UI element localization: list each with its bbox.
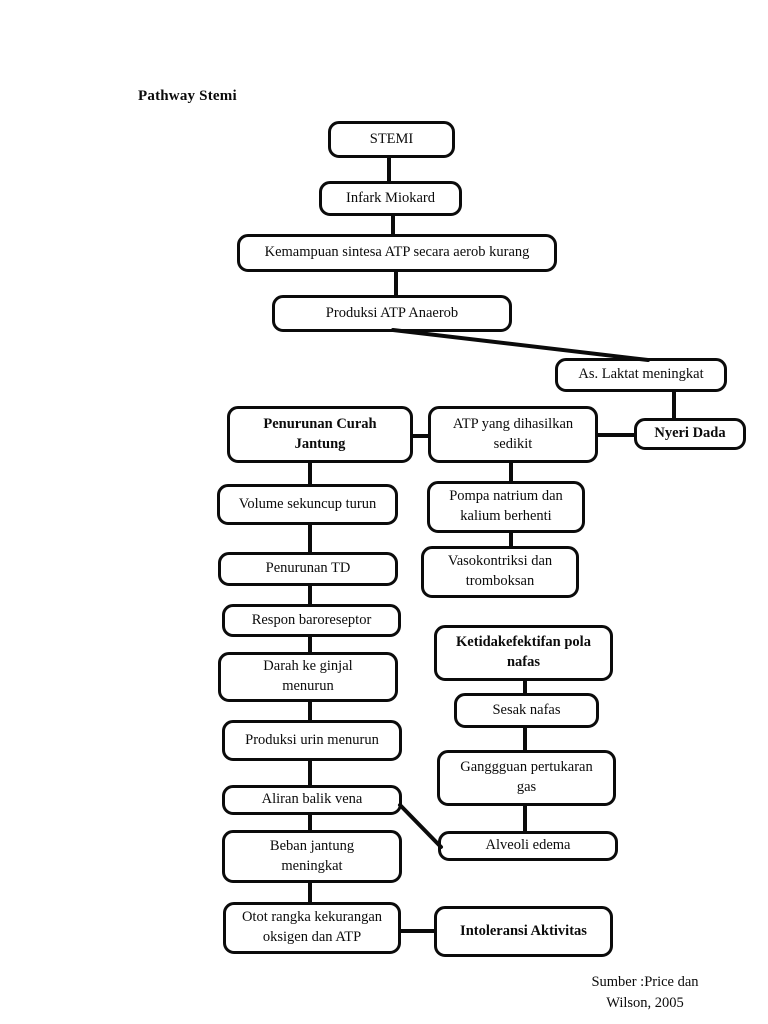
edge-pompa-vasokontriksi	[509, 532, 513, 547]
source-citation: Sumber :Price dan Wilson, 2005	[560, 972, 730, 1014]
edge-laktat-nyeri-dada	[672, 391, 676, 419]
node-stemi-label: STEMI	[369, 130, 414, 147]
edge-sesak-pertukaran	[523, 727, 527, 751]
edge-baroreseptor-ginjal	[308, 636, 312, 653]
edge-curah-volume	[308, 462, 312, 485]
node-kemampuan-sintesa-atp: Kemampuan sintesa ATP secara aerob kuran…	[237, 234, 557, 272]
node-penurunan-td-label: Penurunan TD	[265, 560, 351, 577]
node-atp-dihasilkan-sedikit: ATP yang dihasilkan sedikit	[428, 406, 598, 463]
node-vasokontriksi-tromboksan-label: Vasokontriksi dan tromboksan	[447, 553, 553, 589]
edge-atp-nyeri-dada	[597, 433, 635, 437]
node-sesak-nafas-label: Sesak nafas	[492, 701, 561, 718]
node-otot-rangka-kekurangan: Otot rangka kekurangan oksigen dan ATP	[223, 902, 401, 954]
node-as-laktat-meningkat-label: As. Laktat meningkat	[578, 366, 704, 383]
edge-ginjal-urin	[308, 701, 312, 721]
node-nyeri-dada: Nyeri Dada	[634, 418, 746, 450]
node-intoleransi-aktivitas-label: Intoleransi Aktivitas	[460, 922, 587, 939]
edge-infark-kemampuan	[391, 215, 395, 235]
node-vasokontriksi-tromboksan: Vasokontriksi dan tromboksan	[421, 546, 579, 598]
node-ketidakefektifan-pola-nafas: Ketidakefektifan pola nafas	[434, 625, 613, 681]
edge-pertukaran-alveoli	[523, 805, 527, 832]
node-volume-sekuncup-turun: Volume sekuncup turun	[217, 484, 398, 525]
edge-beban-otot	[308, 882, 312, 903]
node-ketidakefektifan-pola-nafas-label: Ketidakefektifan pola nafas	[456, 634, 591, 670]
node-produksi-urin-menurun: Produksi urin menurun	[222, 720, 402, 761]
node-beban-jantung-meningkat-label: Beban jantung meningkat	[269, 837, 355, 874]
edge-otot-intoleransi	[400, 929, 435, 933]
source-citation-line1: Sumber :Price dan	[591, 974, 699, 990]
node-penurunan-curah-jantung: Penurunan Curah Jantung	[227, 406, 413, 463]
node-infark-miokard-label: Infark Miokard	[346, 189, 435, 206]
node-respon-baroreseptor-label: Respon baroreseptor	[251, 611, 372, 628]
node-atp-dihasilkan-sedikit-label: ATP yang dihasilkan sedikit	[452, 415, 574, 452]
node-aliran-balik-vena: Aliran balik vena	[222, 785, 402, 815]
node-beban-jantung-meningkat: Beban jantung meningkat	[222, 830, 402, 883]
node-sesak-nafas: Sesak nafas	[454, 693, 599, 728]
edge-polanafas-sesak	[523, 680, 527, 694]
edge-aliran-beban	[308, 814, 312, 831]
edge-produksi-laktat	[391, 328, 650, 362]
node-as-laktat-meningkat: As. Laktat meningkat	[555, 358, 727, 392]
node-pompa-natrium-kalium-label: Pompa natrium dan kalium berhenti	[449, 488, 563, 524]
node-aliran-balik-vena-label: Aliran balik vena	[261, 791, 363, 808]
edge-kemampuan-produksi	[394, 271, 398, 296]
node-nyeri-dada-label: Nyeri Dada	[654, 425, 726, 442]
edge-urin-aliran	[308, 760, 312, 786]
node-pompa-natrium-kalium: Pompa natrium dan kalium berhenti	[427, 481, 585, 533]
page-title: Pathway Stemi	[138, 88, 237, 104]
node-darah-ke-ginjal-menurun: Darah ke ginjal menurun	[218, 652, 398, 702]
node-respon-baroreseptor: Respon baroreseptor	[222, 604, 401, 637]
node-infark-miokard: Infark Miokard	[319, 181, 462, 216]
node-stemi: STEMI	[328, 121, 455, 158]
node-alveoli-edema-label: Alveoli edema	[485, 837, 571, 854]
node-produksi-urin-menurun-label: Produksi urin menurun	[245, 731, 379, 748]
edge-aliran-alveoli	[398, 803, 443, 849]
node-penurunan-curah-jantung-label: Penurunan Curah Jantung	[263, 415, 377, 452]
node-intoleransi-aktivitas: Intoleransi Aktivitas	[434, 906, 613, 957]
node-kemampuan-sintesa-atp-label: Kemampuan sintesa ATP secara aerob kuran…	[264, 244, 530, 261]
edge-atp-pompa	[509, 462, 513, 482]
edge-td-baroreseptor	[308, 585, 312, 605]
node-alveoli-edema: Alveoli edema	[438, 831, 618, 861]
node-volume-sekuncup-turun-label: Volume sekuncup turun	[238, 495, 377, 512]
node-gangguan-pertukaran-gas: Ganggguan pertukaran gas	[437, 750, 616, 806]
node-penurunan-td: Penurunan TD	[218, 552, 398, 586]
edge-stemi-infark	[387, 157, 391, 182]
node-gangguan-pertukaran-gas-label: Ganggguan pertukaran gas	[460, 759, 593, 795]
edge-volume-td	[308, 524, 312, 553]
node-otot-rangka-kekurangan-label: Otot rangka kekurangan oksigen dan ATP	[241, 909, 383, 945]
node-produksi-atp-anaerob: Produksi ATP Anaerob	[272, 295, 512, 332]
node-produksi-atp-anaerob-label: Produksi ATP Anaerob	[325, 304, 459, 321]
source-citation-line2: Wilson, 2005	[606, 995, 684, 1011]
node-darah-ke-ginjal-menurun-label: Darah ke ginjal menurun	[263, 658, 353, 694]
edge-curah-atp	[412, 434, 429, 438]
